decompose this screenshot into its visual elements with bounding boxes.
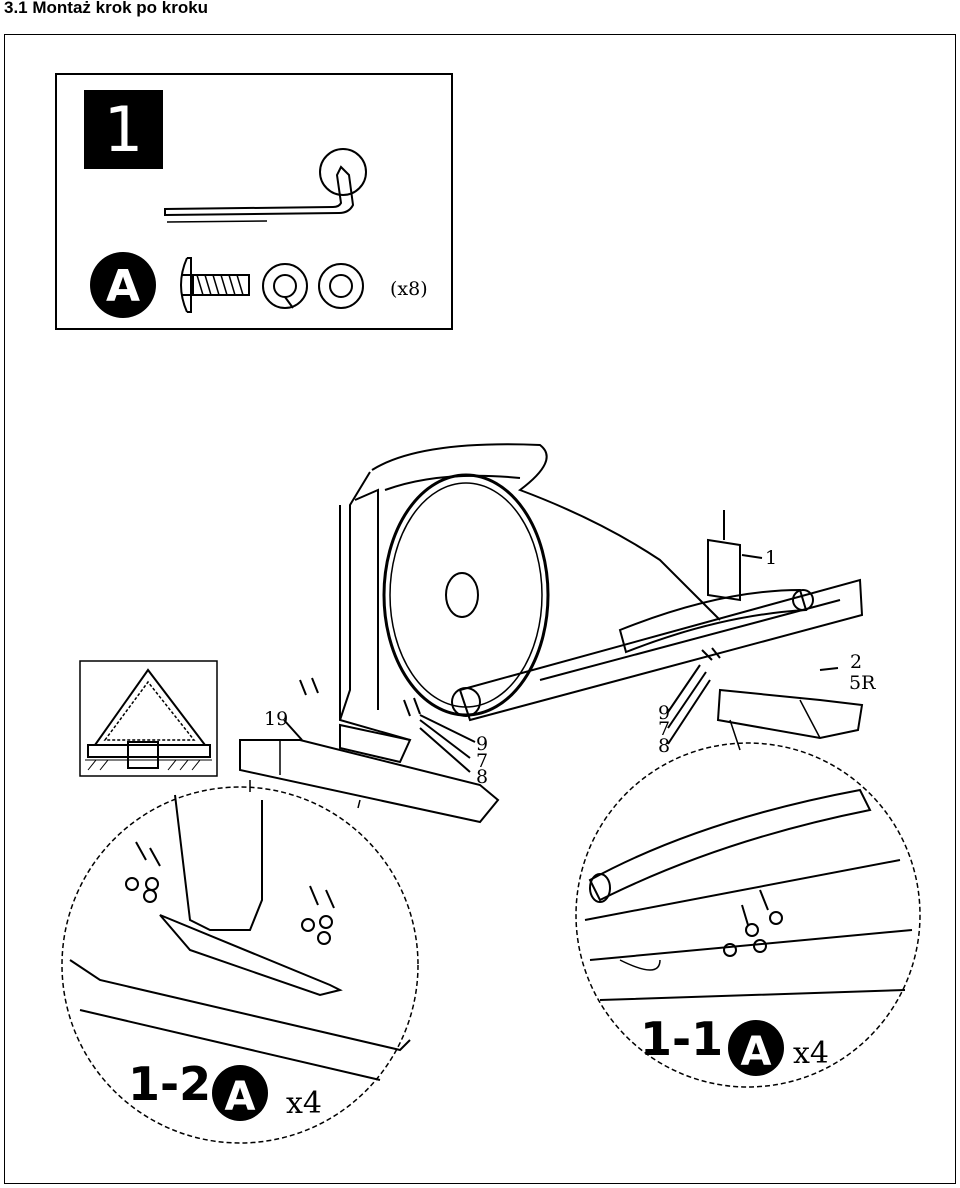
callout-right-7: 7 [658, 718, 670, 740]
bolt-icon [180, 257, 250, 313]
callout-part-2-side: 5R [849, 672, 876, 694]
detail-left-step: 1-2 [128, 1057, 211, 1111]
detail-right-step: 1-1 [640, 1012, 723, 1066]
detail-circle-left: 1-2 A x4 [61, 786, 419, 1144]
callout-right-9: 9 [658, 702, 670, 724]
detail-circle-right: 1-1 A x4 [575, 742, 921, 1088]
callout-part-1: 1 [765, 547, 777, 569]
callout-left-9: 9 [476, 733, 488, 755]
elliptical-trainer-frame [239, 443, 864, 824]
parts-box: 1 A (x8 [55, 73, 453, 330]
page-title: 3.1 Montaż krok po kroku [4, 0, 209, 17]
callout-left-8: 8 [476, 766, 488, 788]
detail-left-letter: A [225, 1074, 256, 1120]
svg-text:A: A [106, 261, 140, 312]
flat-washer-icon [318, 263, 364, 309]
parts-illustration: A (x8) [90, 148, 428, 318]
callout-part-2: 2 [850, 651, 862, 673]
callout-part-19: 19 [264, 708, 288, 730]
allen-key-icon [164, 148, 367, 223]
detail-left-qty: x4 [286, 1086, 322, 1121]
detail-right-letter: A [741, 1029, 772, 1075]
step-number-badge: 1 [84, 90, 163, 169]
fastener-a-icon: A [90, 252, 156, 318]
spring-washer-icon [262, 263, 308, 309]
instruction-frame [4, 34, 956, 1184]
detail-right-qty: x4 [793, 1036, 829, 1071]
callout-left-7: 7 [476, 750, 488, 772]
stabilizer-section-inset [79, 660, 218, 777]
callout-right-8: 8 [658, 735, 670, 757]
quantity-label: (x8) [390, 278, 428, 300]
